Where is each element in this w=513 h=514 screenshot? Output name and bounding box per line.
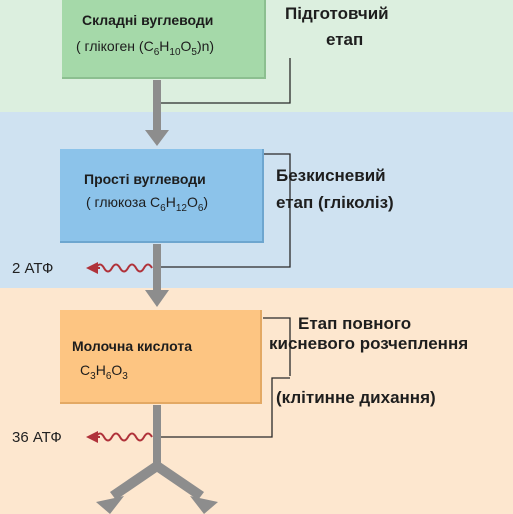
preparatory-stage-label-line1: Підготовчий <box>285 4 389 23</box>
complex-carbohydrates-title: Складні вуглеводи <box>82 12 214 28</box>
atp-release-arrow-glycolysis <box>86 262 153 274</box>
glycogen-formula: ( глікоген (C6H10O5)n) <box>76 38 215 58</box>
lactic-acid-formula: C3H6O3 <box>80 362 128 382</box>
anaerobic-stage-label-line1: Безкисневий <box>276 166 386 185</box>
complex-carbohydrates-box: Складні вуглеводи ( глікоген (C6H10O5)n) <box>62 0 266 79</box>
lactic-acid-box: Молочна кислота C3H6O3 <box>60 310 262 404</box>
cellular-respiration-label: (клітинне дихання) <box>276 388 436 407</box>
arrow-complex-to-simple <box>145 80 169 146</box>
arrow-simple-to-lactic <box>145 244 169 307</box>
aerobic-stage-label-line2: кисневого розчеплення <box>269 334 469 353</box>
preparatory-bracket <box>156 58 291 104</box>
arrow-split-output <box>96 405 218 514</box>
simple-carbohydrates-title: Прості вуглеводи <box>84 171 206 187</box>
anaerobic-stage-label-line2: етап (гліколіз) <box>276 193 394 212</box>
atp-release-arrow-aerobic <box>86 431 153 443</box>
simple-carbohydrates-box: Прості вуглеводи ( глюкоза C6H12O6) <box>60 149 264 243</box>
atp-yield-aerobic: 36 АТФ <box>12 429 62 446</box>
anaerobic-bracket <box>156 153 291 268</box>
lactic-acid-title: Молочна кислота <box>72 338 192 354</box>
aerobic-stage-label-line1: Етап повного <box>298 314 412 333</box>
glucose-formula: ( глюкоза C6H12O6) <box>86 194 209 214</box>
aerobic-bracket <box>156 317 291 438</box>
atp-yield-glycolysis: 2 АТФ <box>12 260 54 277</box>
preparatory-stage-label-line2: етап <box>326 30 364 49</box>
